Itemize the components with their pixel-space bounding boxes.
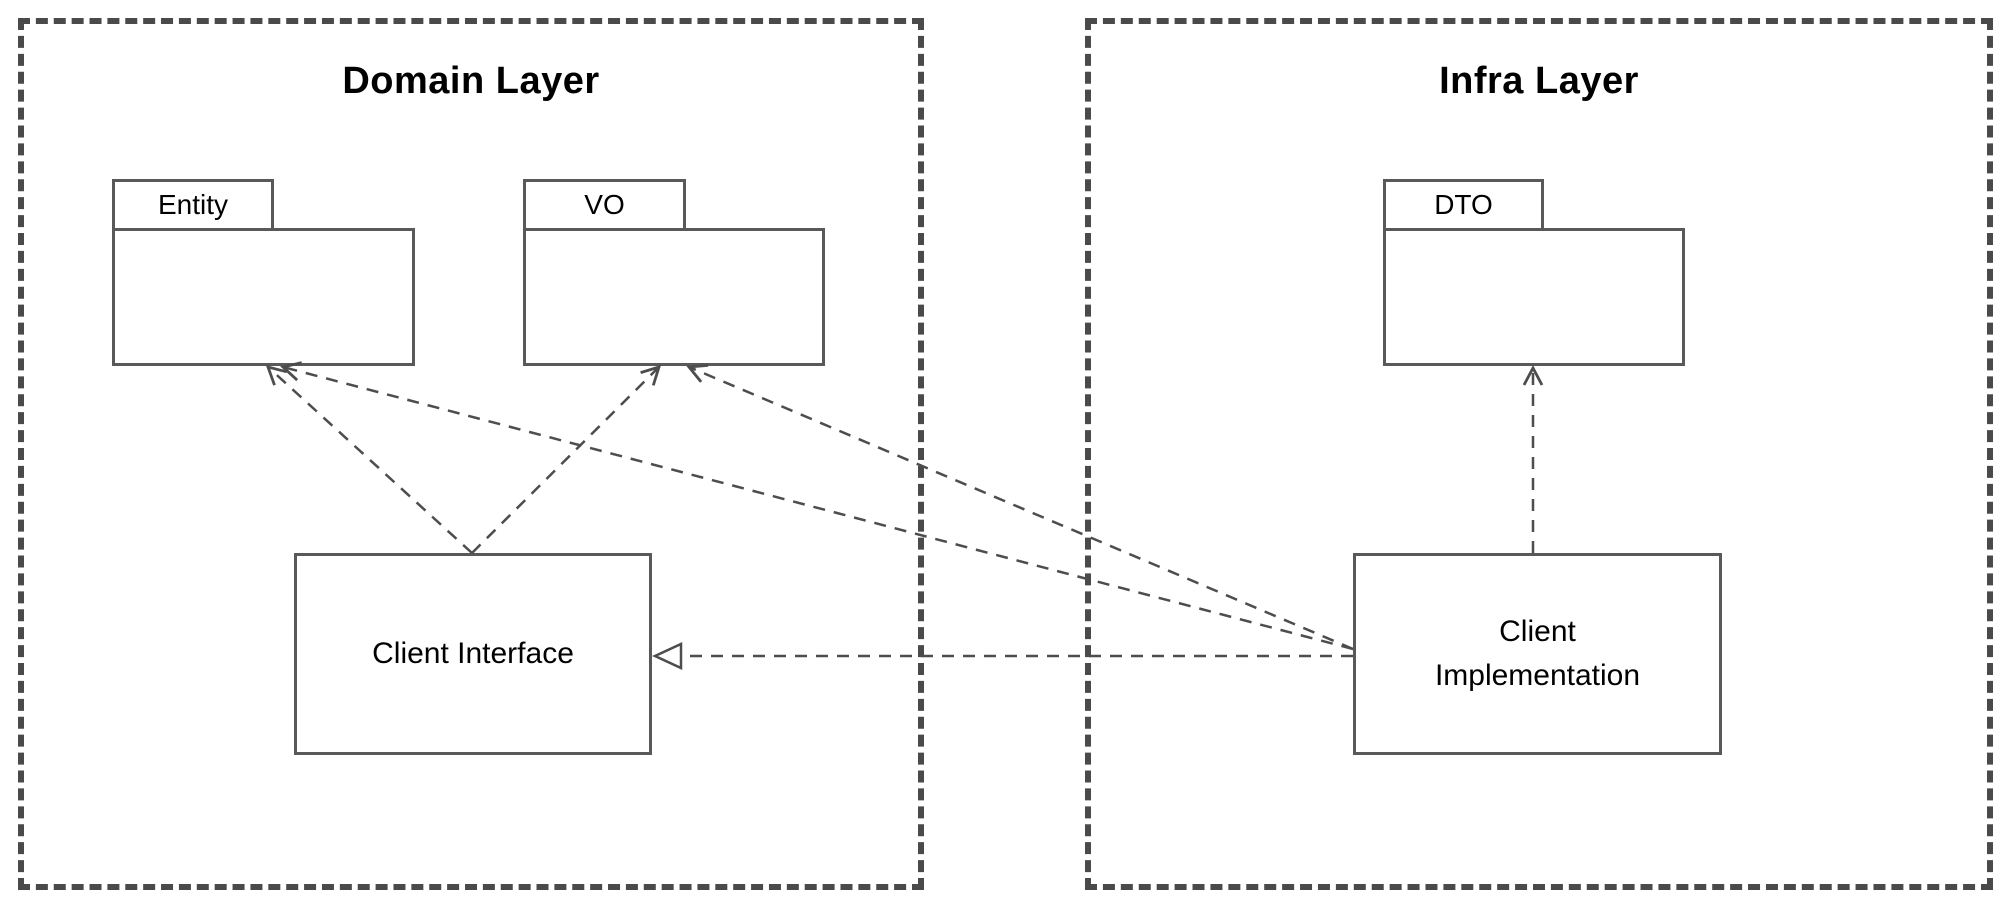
package-vo-body: [523, 228, 825, 366]
package-dto-tab: DTO: [1383, 179, 1544, 231]
layer-domain-title: Domain Layer: [342, 60, 600, 102]
package-entity-body: [112, 228, 415, 366]
class-client-implementation-label-line2: Implementation: [1434, 659, 1641, 692]
package-vo-label: VO: [584, 189, 625, 220]
class-client-interface: Client Interface: [294, 553, 652, 755]
class-client-interface-label: Client Interface: [372, 637, 574, 670]
class-client-implementation-label-line1: Client: [1499, 615, 1576, 648]
class-client-implementation: Client Implementation: [1353, 553, 1722, 755]
layer-infra: Infra Layer: [1085, 18, 1993, 890]
package-entity-label: Entity: [157, 189, 229, 220]
layer-infra-title: Infra Layer: [1439, 60, 1639, 102]
layer-domain: Domain Layer: [18, 18, 924, 890]
package-dto-label: DTO: [1434, 189, 1493, 220]
package-entity-tab: Entity: [112, 179, 274, 231]
package-dto-body: [1383, 228, 1685, 366]
package-vo-tab: VO: [523, 179, 686, 231]
